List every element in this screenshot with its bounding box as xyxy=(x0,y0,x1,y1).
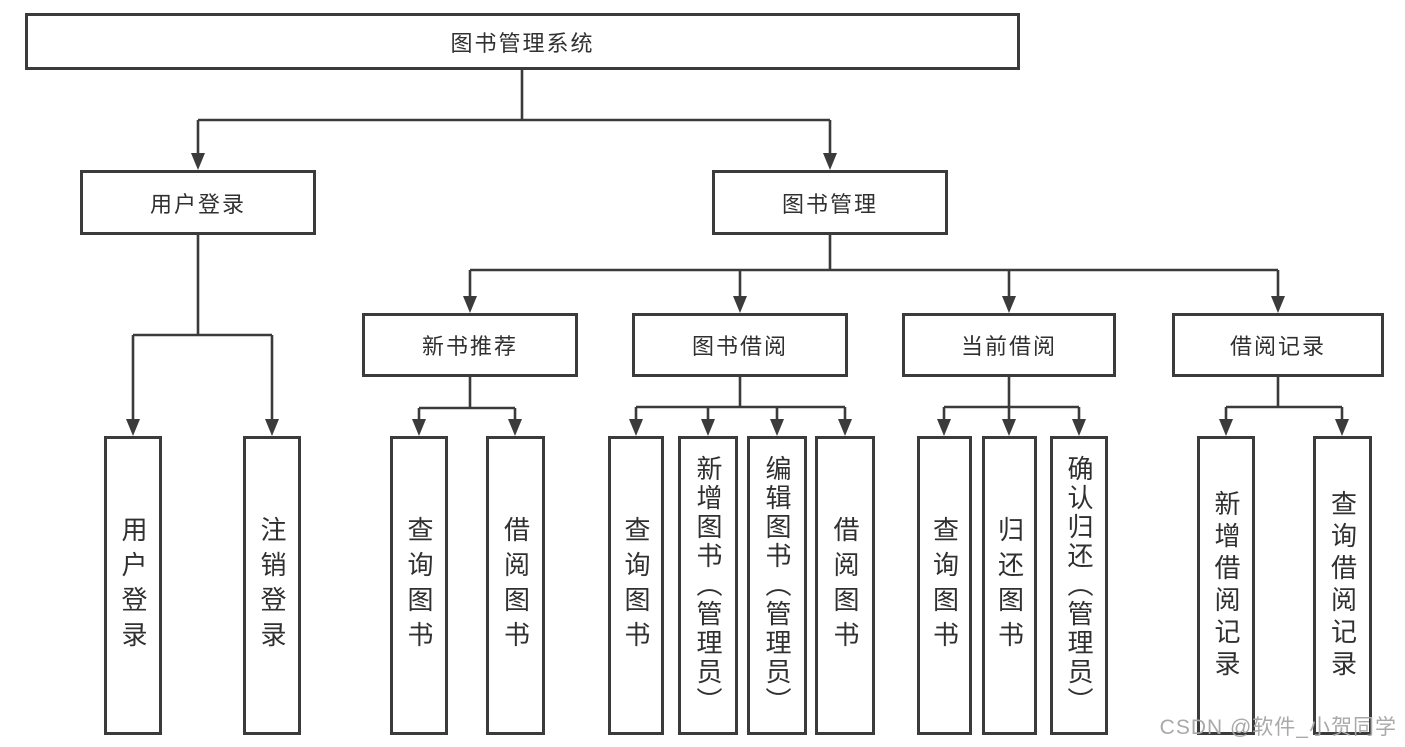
leaf-add-borrow-record: 新增借阅记录 xyxy=(1197,436,1255,735)
node-root-label: 图书管理系统 xyxy=(450,30,595,56)
leaf-query-borrow-record-label: 查询借阅记录 xyxy=(1327,489,1358,682)
node-current-borrow: 当前借阅 xyxy=(902,313,1116,377)
csdn-watermark: CSDN @软件_小贺同学 xyxy=(1159,716,1397,739)
leaf-query-books-borrow-label: 查询图书 xyxy=(621,515,651,656)
node-new-book-recommend-label: 新书推荐 xyxy=(421,334,518,359)
leaf-confirm-return-admin-label: 确认归还（管理员） xyxy=(1064,455,1094,716)
leaf-borrow-books-recommend: 借阅图书 xyxy=(486,436,545,735)
node-book-management: 图书管理 xyxy=(712,170,948,235)
leaf-add-books-admin: 新增图书（管理员） xyxy=(678,436,738,735)
leaf-return-books: 归还图书 xyxy=(982,436,1037,735)
leaf-query-books-current: 查询图书 xyxy=(917,436,972,735)
leaf-add-books-admin-label: 新增图书（管理员） xyxy=(693,455,723,716)
node-user-login-label: 用户登录 xyxy=(149,191,246,217)
leaf-user-login: 用户登录 xyxy=(104,436,162,735)
node-book-management-label: 图书管理 xyxy=(781,191,878,217)
node-current-borrow-label: 当前借阅 xyxy=(960,334,1057,359)
leaf-confirm-return-admin: 确认归还（管理员） xyxy=(1050,436,1108,735)
node-book-borrow-label: 图书借阅 xyxy=(691,334,788,359)
leaf-query-books-recommend-label: 查询图书 xyxy=(404,515,434,656)
node-new-book-recommend: 新书推荐 xyxy=(362,313,578,377)
leaf-logout: 注销登录 xyxy=(243,436,301,735)
leaf-borrow-books-label: 借阅图书 xyxy=(830,515,860,656)
leaf-add-borrow-record-label: 新增借阅记录 xyxy=(1211,489,1241,682)
leaf-logout-label: 注销登录 xyxy=(257,515,287,656)
leaf-return-books-label: 归还图书 xyxy=(994,515,1025,656)
node-book-borrow: 图书借阅 xyxy=(632,313,848,377)
node-borrow-records: 借阅记录 xyxy=(1172,313,1384,377)
leaf-query-borrow-record: 查询借阅记录 xyxy=(1313,436,1372,735)
leaf-edit-books-admin-label: 编辑图书（管理员） xyxy=(762,455,792,716)
leaf-borrow-books: 借阅图书 xyxy=(815,436,875,735)
leaf-query-books-current-label: 查询图书 xyxy=(929,515,960,656)
node-root: 图书管理系统 xyxy=(25,13,1020,70)
node-borrow-records-label: 借阅记录 xyxy=(1229,334,1326,359)
leaf-user-login-label: 用户登录 xyxy=(118,515,148,656)
leaf-query-books-recommend: 查询图书 xyxy=(390,436,448,735)
leaf-edit-books-admin: 编辑图书（管理员） xyxy=(747,436,807,735)
leaf-query-books-borrow: 查询图书 xyxy=(608,436,664,735)
leaf-borrow-books-recommend-label: 借阅图书 xyxy=(500,515,531,656)
node-user-login: 用户登录 xyxy=(80,170,316,235)
